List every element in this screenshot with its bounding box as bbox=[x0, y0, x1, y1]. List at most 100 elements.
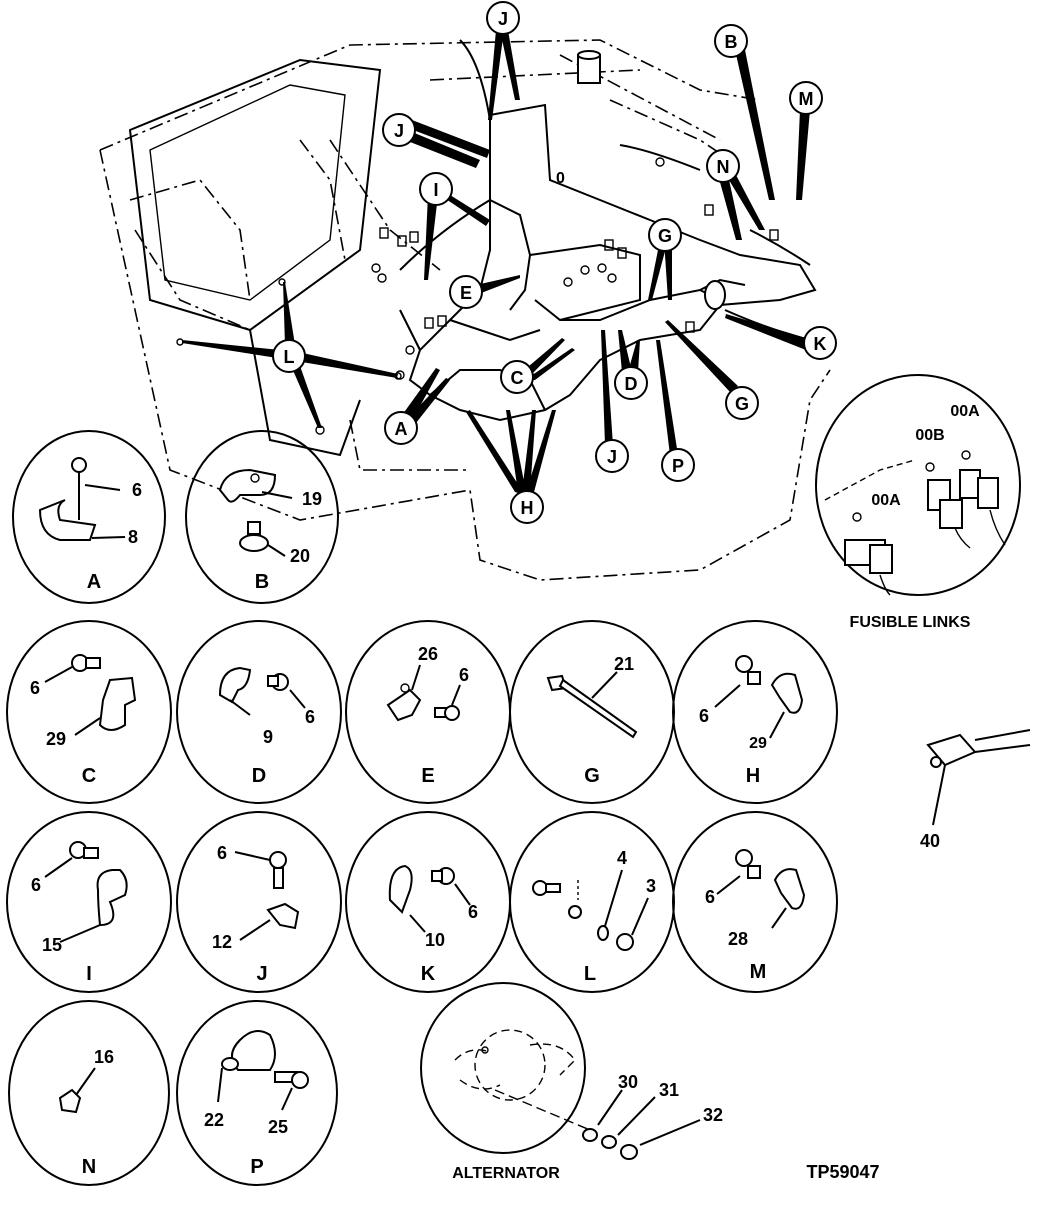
svg-text:C: C bbox=[511, 368, 524, 388]
callout-h: H bbox=[510, 490, 544, 524]
svg-text:H: H bbox=[521, 498, 534, 518]
part-number: 4 bbox=[617, 848, 627, 868]
svg-text:E: E bbox=[460, 283, 472, 303]
callout-a: A bbox=[384, 411, 418, 445]
part-number: 29 bbox=[46, 729, 66, 749]
svg-text:K: K bbox=[814, 334, 827, 354]
callout-n: N bbox=[706, 149, 740, 183]
detail-label: I bbox=[86, 963, 92, 985]
detail-a: 6 8 A bbox=[12, 430, 166, 604]
part-number: 6 bbox=[305, 707, 315, 727]
svg-text:G: G bbox=[658, 226, 672, 246]
fusible-label-00a-upper: 00A bbox=[950, 403, 980, 420]
tie-strap-icon bbox=[546, 674, 638, 739]
part-number: 31 bbox=[659, 1080, 679, 1100]
detail-label: H bbox=[746, 765, 760, 787]
harness-assembly: 0 bbox=[99, 39, 831, 581]
detail-g: 21 G bbox=[509, 620, 675, 804]
svg-text:P: P bbox=[672, 456, 684, 476]
detail-l: 4 3 L bbox=[509, 811, 675, 993]
detail-label: G bbox=[584, 765, 600, 787]
detail-label: K bbox=[421, 963, 436, 985]
callout-i: I bbox=[419, 172, 453, 206]
part-number: 30 bbox=[618, 1072, 638, 1092]
part-number: 6 bbox=[30, 678, 40, 698]
callout-k: K bbox=[803, 326, 837, 360]
part-number: 6 bbox=[31, 875, 41, 895]
part-number: 6 bbox=[705, 887, 715, 907]
detail-label: B bbox=[255, 571, 269, 593]
svg-text:G: G bbox=[735, 394, 749, 414]
part-number: 6 bbox=[699, 706, 709, 726]
detail-label: D bbox=[252, 765, 266, 787]
fusible-links-title: FUSIBLE LINKS bbox=[850, 614, 971, 631]
callout-m: M bbox=[789, 81, 823, 115]
part-number: 9 bbox=[263, 727, 273, 747]
fusible-label-00b: 00B bbox=[915, 427, 944, 444]
part-number-40: 40 bbox=[920, 831, 940, 851]
detail-label: L bbox=[584, 963, 596, 985]
callout-e: E bbox=[449, 275, 483, 309]
svg-text:D: D bbox=[625, 374, 638, 394]
part-number: 16 bbox=[94, 1047, 114, 1067]
part-number: 8 bbox=[128, 527, 138, 547]
svg-text:N: N bbox=[717, 157, 730, 177]
svg-text:J: J bbox=[394, 121, 404, 141]
detail-i: 6 15 I bbox=[6, 811, 172, 993]
part-number: 26 bbox=[418, 644, 438, 664]
callout-j-left: J bbox=[382, 113, 416, 147]
fusible-label-00a-lower: 00A bbox=[871, 492, 901, 509]
detail-b: 19 20 B bbox=[185, 430, 339, 604]
part-number: 15 bbox=[42, 935, 62, 955]
callout-j-top: J bbox=[486, 1, 520, 35]
alternator-detail: 30 31 32 ALTERNATOR bbox=[420, 982, 723, 1182]
svg-text:J: J bbox=[498, 9, 508, 29]
part-number: 6 bbox=[468, 902, 478, 922]
part-number: 21 bbox=[614, 654, 634, 674]
connector-40: 40 bbox=[920, 729, 1031, 851]
detail-e: 26 6 E bbox=[345, 620, 511, 804]
callout-leaders bbox=[182, 30, 810, 495]
detail-h: 6 29 H bbox=[672, 620, 838, 804]
detail-label: N bbox=[82, 1156, 96, 1178]
svg-text:I: I bbox=[433, 180, 438, 200]
part-number: 25 bbox=[268, 1117, 288, 1137]
alternator-title: ALTERNATOR bbox=[452, 1165, 560, 1182]
detail-n: 16 N bbox=[8, 1000, 170, 1186]
callout-p: P bbox=[661, 448, 695, 482]
part-number: 6 bbox=[459, 665, 469, 685]
fusible-links-detail: 00A 00B 00A FUSIBLE LINKS bbox=[815, 374, 1021, 631]
part-number: 19 bbox=[302, 489, 322, 509]
detail-label: J bbox=[256, 963, 267, 985]
part-number: 22 bbox=[204, 1110, 224, 1130]
connector-icon bbox=[824, 450, 1006, 596]
detail-label: A bbox=[87, 571, 101, 593]
svg-text:J: J bbox=[607, 447, 617, 467]
part-number: 6 bbox=[217, 843, 227, 863]
svg-text:L: L bbox=[284, 347, 295, 367]
part-number: 12 bbox=[212, 932, 232, 952]
part-number: 20 bbox=[290, 546, 310, 566]
detail-label: C bbox=[82, 765, 96, 787]
part-number: 10 bbox=[425, 930, 445, 950]
detail-j: 6 12 J bbox=[176, 811, 342, 993]
callout-g-right: G bbox=[725, 386, 759, 420]
detail-m: 6 28 M bbox=[672, 811, 838, 993]
svg-text:M: M bbox=[799, 89, 814, 109]
detail-label: P bbox=[250, 1156, 263, 1178]
svg-text:A: A bbox=[395, 419, 408, 439]
detail-d: 9 6 D bbox=[176, 620, 342, 804]
figure-id: TP59047 bbox=[806, 1162, 879, 1182]
callout-d: D bbox=[614, 366, 648, 400]
detail-label: E bbox=[421, 765, 434, 787]
part-number: 3 bbox=[646, 876, 656, 896]
part-number: 28 bbox=[728, 929, 748, 949]
detail-k: 6 10 K bbox=[345, 811, 511, 993]
callout-b: B bbox=[714, 24, 748, 58]
harness-mark: 0 bbox=[556, 170, 565, 187]
detail-label: M bbox=[750, 961, 767, 983]
callout-l: L bbox=[272, 339, 306, 373]
part-number: 29 bbox=[749, 735, 767, 752]
callout-g-top: G bbox=[648, 218, 682, 252]
